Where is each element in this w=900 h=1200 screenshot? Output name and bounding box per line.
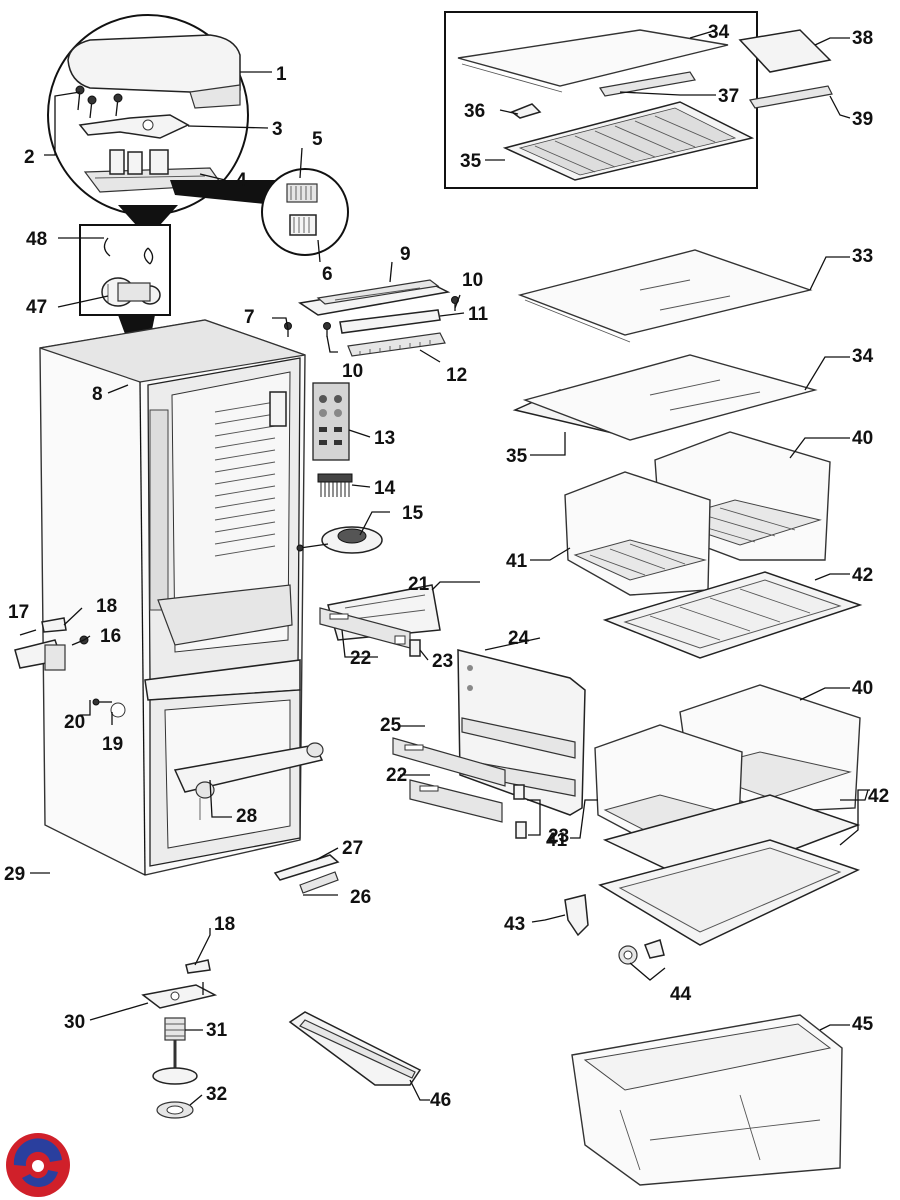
trays-42-lower: [598, 794, 861, 946]
callout-21: 21: [408, 574, 430, 595]
shelf-33: [517, 249, 813, 343]
callout-10a: 10: [462, 270, 483, 291]
callout-25: 25: [380, 715, 402, 736]
callout-7: 7: [244, 307, 255, 328]
callout-42b: 42: [868, 786, 889, 807]
rail-25: [392, 737, 506, 787]
callout-40a: 40: [852, 428, 873, 449]
callout-1: 1: [276, 64, 287, 85]
callout-35a: 35: [460, 151, 482, 172]
callout-10b: 10: [342, 361, 363, 382]
callout-11: 11: [468, 304, 489, 325]
connector-14: [317, 473, 353, 497]
callout-22a: 22: [350, 648, 371, 669]
callout-34a: 34: [708, 22, 730, 43]
callout-13: 13: [374, 428, 395, 449]
callout-23a: 23: [432, 651, 453, 672]
callout-17: 17: [8, 602, 29, 623]
callout-46: 46: [430, 1090, 451, 1111]
callout-labels: 1 2 3 4 5 6 7 8 9 10 10 11 12 13 14 15 1…: [4, 22, 889, 1111]
callout-9: 9: [400, 244, 411, 265]
callout-6: 6: [322, 264, 333, 285]
leader-lines: [19, 29, 870, 1106]
rail-22-lower: [409, 779, 527, 839]
callout-18b: 18: [214, 914, 235, 935]
callout-27: 27: [342, 838, 363, 859]
callout-3: 3: [272, 119, 283, 140]
callout-42a: 42: [852, 565, 873, 586]
callout-47: 47: [26, 297, 47, 318]
callout-32: 32: [206, 1084, 227, 1105]
callout-39: 39: [852, 109, 873, 130]
callout-40b: 40: [852, 678, 873, 699]
callout-19: 19: [102, 734, 123, 755]
detail-circle-top: [47, 14, 249, 225]
callout-31: 31: [206, 1020, 228, 1041]
callout-18a: 18: [96, 596, 117, 617]
callout-22b: 22: [386, 765, 407, 786]
callout-16: 16: [100, 626, 121, 647]
callout-20: 20: [64, 712, 85, 733]
hinge-parts-left: [14, 617, 126, 718]
callout-48: 48: [26, 229, 47, 250]
callout-41a: 41: [506, 551, 528, 572]
tray-42-upper: [602, 571, 863, 659]
foot-parts: [141, 959, 218, 1119]
parts-26-27: [273, 854, 340, 894]
callout-44: 44: [670, 984, 692, 1005]
callout-37: 37: [718, 86, 739, 107]
callout-8: 8: [92, 384, 103, 405]
callout-38: 38: [852, 28, 873, 49]
callout-4: 4: [236, 170, 247, 191]
callout-30: 30: [64, 1012, 85, 1033]
callout-41b: 41: [546, 830, 568, 851]
callout-2: 2: [24, 147, 35, 168]
callout-45: 45: [852, 1014, 874, 1035]
kickplate-46: [288, 1011, 422, 1086]
callout-43: 43: [504, 914, 525, 935]
crisper-41-upper: [564, 471, 711, 596]
callout-24: 24: [508, 628, 530, 649]
part-9-top-cover: [298, 279, 451, 316]
bin-45: [571, 1014, 843, 1186]
fan-15: [296, 526, 383, 554]
parts-11-12-strips: [339, 309, 446, 357]
callout-5: 5: [312, 129, 323, 150]
callout-34b: 34: [852, 346, 874, 367]
control-panel-13: [312, 382, 350, 461]
parts-43-44: [564, 894, 665, 965]
callout-28: 28: [236, 806, 257, 827]
refrigerator-cabinet: [39, 319, 324, 876]
detail-box-shelf: [444, 11, 833, 189]
callout-23b: 23: [548, 826, 569, 847]
callout-35b: 35: [506, 446, 528, 467]
brand-logo: [6, 1133, 70, 1197]
callout-15: 15: [402, 503, 424, 524]
callout-14: 14: [374, 478, 396, 499]
callout-33: 33: [852, 246, 873, 267]
callout-26: 26: [350, 887, 371, 908]
detail-circle-small: [170, 168, 349, 256]
rail-22-upper: [319, 607, 421, 657]
callout-12: 12: [446, 365, 467, 386]
callout-29: 29: [4, 864, 25, 885]
screw-7: [284, 322, 292, 337]
shelf-34-35: [512, 354, 818, 441]
callout-36: 36: [464, 101, 485, 122]
